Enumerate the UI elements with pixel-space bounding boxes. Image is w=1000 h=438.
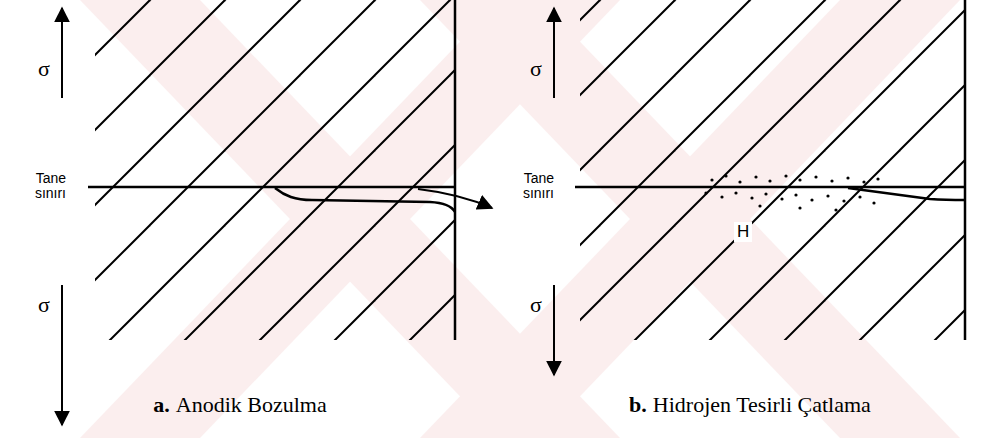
stress-arrow bbox=[61, 285, 63, 425]
stress-arrow bbox=[553, 8, 555, 98]
hydrogen-label: H bbox=[734, 222, 752, 242]
caption-letter: b. bbox=[629, 392, 647, 417]
stress-symbol: σ bbox=[530, 292, 542, 317]
caption-letter: a. bbox=[153, 392, 170, 417]
grain-boundary-label: Tane sınırı bbox=[4, 171, 66, 200]
dissolution-arrow bbox=[418, 189, 492, 208]
anodic-crack bbox=[275, 188, 455, 212]
stress-symbol: σ bbox=[38, 292, 50, 317]
grain-hatch bbox=[95, 0, 455, 340]
caption-row: b.Hidrojen Tesirli Çatlama bbox=[500, 392, 1000, 417]
caption-row: a.Anodik Bozulma bbox=[0, 392, 480, 417]
grain-boundary-label: Tane sınırı bbox=[492, 171, 554, 200]
stress-symbol: σ bbox=[38, 56, 50, 81]
grain-boundary bbox=[575, 186, 965, 189]
grain-hatch bbox=[580, 0, 965, 340]
stress-symbol: σ bbox=[530, 56, 542, 81]
stress-arrow bbox=[61, 8, 63, 98]
hydrogen-atoms bbox=[704, 174, 879, 211]
surface-line bbox=[964, 0, 967, 340]
stress-arrow bbox=[553, 285, 555, 375]
caption-text: Anodik Bozulma bbox=[176, 392, 327, 417]
hydrogen-crack bbox=[848, 188, 965, 200]
grain-boundary bbox=[88, 186, 455, 189]
surface-line bbox=[454, 0, 457, 340]
caption-text: Hidrojen Tesirli Çatlama bbox=[653, 392, 871, 417]
